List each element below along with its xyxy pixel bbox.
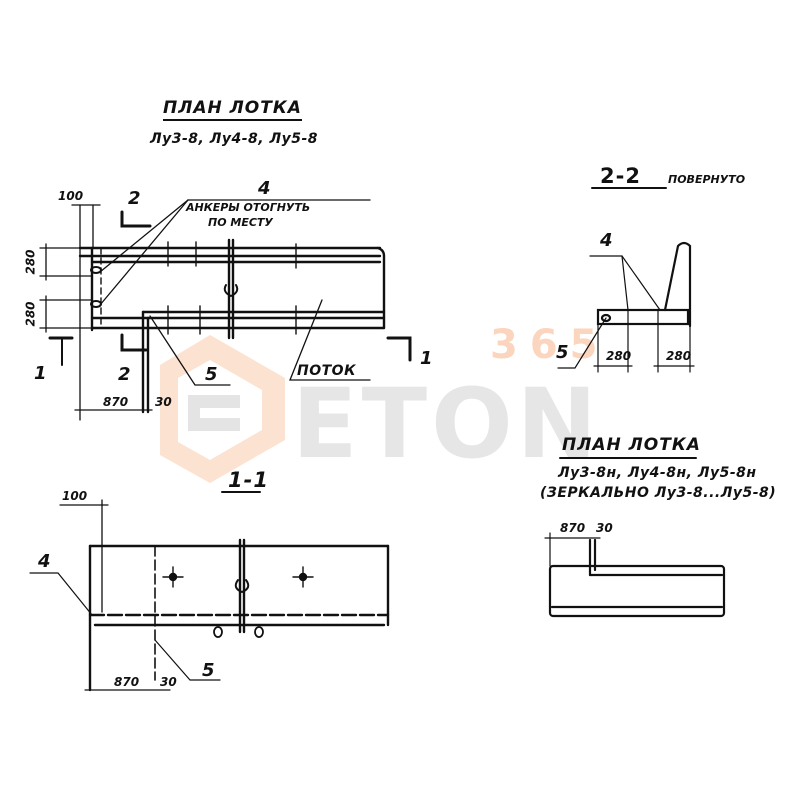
plan-main-outline (78, 238, 386, 414)
plan-main-dim-100: 100 (58, 189, 84, 203)
section-2-2-callout-4: 4 (600, 230, 613, 251)
section-1-1-callout-5: 5 (202, 660, 215, 681)
section-2-2-dim-280-left: 280 (606, 349, 632, 363)
plan-main-title: ПЛАН ЛОТКА (163, 100, 302, 121)
section-2-2-dim-280-right: 280 (666, 349, 692, 363)
section-2-2-dimensions (557, 187, 695, 373)
section-1-1-dimensions (29, 491, 261, 691)
plan-main-anchor-note-line1: АНКЕРЫ ОТОГНУТЬ (186, 201, 311, 214)
plan-mirror-title: ПЛАН ЛОТКА (562, 435, 701, 455)
section-2-2-callout-5: 5 (556, 342, 569, 363)
plan-mirror-dim-870: 870 (560, 521, 586, 535)
plan-main-dim-280-bottom: 280 (23, 301, 38, 327)
plan-main-section-2-bottom: 2 (118, 364, 131, 385)
plan-mirror-dim-30: 30 (596, 521, 613, 535)
plan-mirror-note: (ЗЕРКАЛЬНО Лу3-8...Лу5-8) (540, 485, 777, 501)
plan-main-section-1-left: 1 (34, 363, 47, 384)
section-1-1-dim-30: 30 (160, 675, 177, 689)
plan-main-dimensions (39, 199, 371, 421)
section-1-1-dim-870: 870 (114, 675, 140, 689)
plan-main-anchor-note-line2: ПО МЕСТУ (208, 216, 273, 229)
plan-main-subtitle: Лу3-8, Лу4-8, Лу5-8 (150, 131, 319, 147)
watermark-text: ETON (292, 368, 602, 480)
section-2-2-note: ПОВЕРНУТО (668, 173, 746, 186)
section-2-2-profile (596, 241, 692, 328)
section-2-2-title: 2-2 (600, 164, 641, 188)
plan-main-dim-870: 870 (103, 395, 129, 409)
section-cut-marks (48, 210, 412, 366)
plan-mirror-outline (548, 538, 726, 618)
plan-main-dim-30: 30 (155, 395, 172, 409)
plan-main-dim-280-top: 280 (23, 249, 38, 275)
section-1-1-title: 1-1 (228, 468, 269, 492)
section-1-1-dim-100: 100 (62, 489, 88, 503)
plan-mirror-dimensions (544, 457, 697, 567)
plan-mirror-subtitle: Лу3-8н, Лу4-8н, Лу5-8н (558, 465, 757, 481)
section-1-1-outline (88, 499, 390, 692)
plan-main-callout-5: 5 (205, 364, 218, 385)
plan-main-flow-label: ПОТОК (297, 363, 357, 379)
section-1-1-callout-4: 4 (38, 551, 51, 572)
plan-main-section-1-right: 1 (420, 348, 433, 369)
plan-main-section-2-top: 2 (128, 188, 141, 209)
plan-main-callout-4: 4 (258, 178, 271, 199)
